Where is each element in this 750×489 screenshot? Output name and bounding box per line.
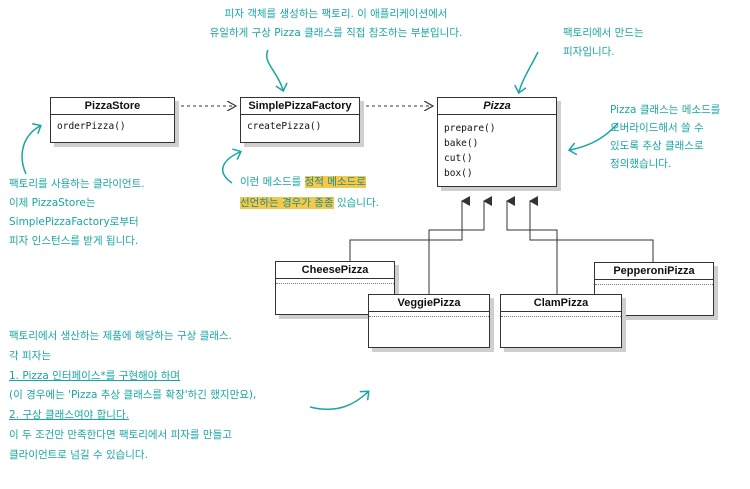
method-box: box()	[444, 168, 473, 179]
note-line: 선언하는 경우가 종종 있습니다.	[240, 193, 379, 214]
clam-pizza-class: ClamPizza	[500, 294, 622, 348]
highlighted-text: 정적 메소드로	[304, 176, 366, 188]
cheese-pizza-class: CheesePizza	[275, 261, 395, 315]
class-name: Pizza	[438, 98, 556, 115]
class-name: SimplePizzaFactory	[241, 98, 359, 115]
note-line: 클라이언트로 넘길 수 있습니다.	[9, 448, 148, 461]
method-order-pizza: orderPizza()	[57, 121, 126, 132]
operations-divider	[369, 316, 489, 317]
note-line: 유일하게 구상 Pizza 클래스를 직접 참조하는 부분입니다.	[209, 27, 463, 39]
note-line: 이런 메소드를 정적 메소드로	[240, 172, 379, 193]
operations-divider	[595, 284, 713, 285]
note-line-condition-1: 1. Pizza 인터페이스*를 구현해야 하며	[9, 369, 181, 382]
note-line: 각 피자는	[9, 349, 51, 362]
note-abstract-pizza: Pizza 클래스는 메소드를 오버라이드해서 쓸 수 있도록 추상 클래스로 …	[610, 101, 720, 173]
note-line: 오버라이드해서 쓸 수	[610, 122, 704, 134]
note-line: 있도록 추상 클래스로	[610, 140, 704, 152]
operations-divider	[276, 283, 394, 284]
note-line: 이제 PizzaStore는	[9, 197, 96, 209]
class-name: PizzaStore	[51, 98, 174, 115]
note-factory: 피자 객체를 생성하는 팩토리. 이 애플리케이션에서 유일하게 구상 Pizz…	[196, 5, 476, 43]
class-name: ClamPizza	[501, 295, 621, 312]
note-line: SimplePizzaFactory로부터	[9, 216, 139, 228]
operations-divider	[501, 316, 621, 317]
note-line: (이 경우에는 'Pizza 추상 클래스를 확장'하긴 했지만요),	[9, 389, 257, 402]
note-line: 피자입니다.	[563, 46, 615, 58]
note-text: 이런 메소드를	[240, 176, 305, 188]
annotation-arrows	[21, 49, 619, 411]
pepperoni-pizza-class: PepperoniPizza	[594, 262, 714, 316]
note-pizza-product: 팩토리에서 만드는 피자입니다.	[563, 24, 644, 62]
note-line: 팩토리에서 만드는	[563, 27, 644, 39]
class-name: CheesePizza	[276, 262, 394, 279]
note-line: 이 두 조건만 만족한다면 팩토리에서 피자를 만들고	[9, 428, 232, 441]
note-line-condition-2: 2. 구상 클래스여야 합니다.	[9, 409, 129, 422]
class-name: VeggiePizza	[369, 295, 489, 312]
method-cut: cut()	[444, 153, 473, 164]
note-line: 정의했습니다.	[610, 158, 672, 170]
pizza-class: Pizza prepare() bake() cut() box()	[437, 97, 557, 187]
veggie-pizza-class: VeggiePizza	[368, 294, 490, 348]
pizza-store-class: PizzaStore orderPizza()	[50, 97, 175, 143]
note-line: Pizza 클래스는 메소드를	[610, 104, 721, 116]
note-text: 있습니다.	[333, 197, 379, 209]
method-bake: bake()	[444, 138, 479, 149]
method-create-pizza: createPizza()	[247, 121, 322, 132]
note-client: 팩토리를 사용하는 클라이언트. 이제 PizzaStore는 SimplePi…	[9, 175, 145, 251]
note-line: 피자 인스턴스를 받게 됩니다.	[9, 235, 139, 247]
note-line: 피자 객체를 생성하는 팩토리. 이 애플리케이션에서	[224, 8, 448, 20]
class-name: PepperoniPizza	[595, 263, 713, 280]
method-prepare: prepare()	[444, 123, 496, 134]
note-line: 팩토리를 사용하는 클라이언트.	[9, 178, 145, 190]
highlighted-text: 선언하는 경우가 종종	[240, 197, 334, 209]
inheritance-connectors	[349, 196, 654, 294]
note-concrete-classes: 팩토리에서 생산하는 제품에 해당하는 구상 클래스. 각 피자는 1. Piz…	[9, 327, 256, 466]
note-static-method: 이런 메소드를 정적 메소드로 선언하는 경우가 종종 있습니다.	[240, 172, 379, 214]
simple-pizza-factory-class: SimplePizzaFactory createPizza()	[240, 97, 360, 143]
note-line: 팩토리에서 생산하는 제품에 해당하는 구상 클래스.	[9, 330, 232, 342]
